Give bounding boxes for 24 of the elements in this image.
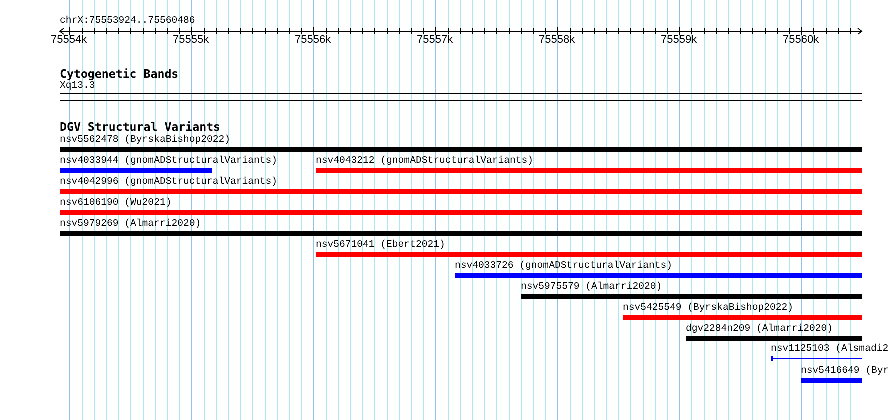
variant-label: nsv6106190 (Wu2021) bbox=[60, 197, 172, 208]
tick-label: 75558k bbox=[539, 34, 576, 46]
variant-label: nsv4043212 (gnomADStructuralVariants) bbox=[316, 155, 534, 166]
variant-label: nsv4033726 (gnomADStructuralVariants) bbox=[455, 260, 673, 271]
track-title: Cytogenetic Bands bbox=[60, 68, 179, 80]
variant-label: dgv2284n209 (Almarri2020) bbox=[686, 323, 833, 334]
genome-position: chrX:75553924..75560486 bbox=[60, 15, 196, 26]
tick-label: 75557k bbox=[417, 34, 454, 46]
tick-label: 75555k bbox=[173, 34, 210, 46]
band-label: Xq13.3 bbox=[60, 80, 96, 91]
variant-label: nsv5979269 (Almarri2020) bbox=[60, 218, 202, 229]
variant-label: nsv5416649 (Byr bbox=[801, 365, 890, 376]
tick-label: 75559k bbox=[661, 34, 698, 46]
tick-label: 75560k bbox=[783, 34, 820, 46]
variant-label: nsv5562478 (ByrskaBishop2022) bbox=[60, 134, 230, 145]
variant-label: nsv4042996 (gnomADStructuralVariants) bbox=[60, 176, 278, 187]
variant-label: nsv5671041 (Ebert2021) bbox=[316, 239, 446, 250]
tick-label: 75556k bbox=[295, 34, 332, 46]
tick-label: 75554k bbox=[51, 34, 88, 46]
variant-label: nsv5425549 (ByrskaBishop2022) bbox=[623, 302, 794, 313]
variant-label: nsv1125103 (Alsmadi2 bbox=[771, 343, 889, 354]
track-title: DGV Structural Variants bbox=[60, 121, 221, 133]
variant-label: nsv4033944 (gnomADStructuralVariants) bbox=[60, 155, 278, 166]
variant-label: nsv5975579 (Almarri2020) bbox=[521, 281, 662, 292]
